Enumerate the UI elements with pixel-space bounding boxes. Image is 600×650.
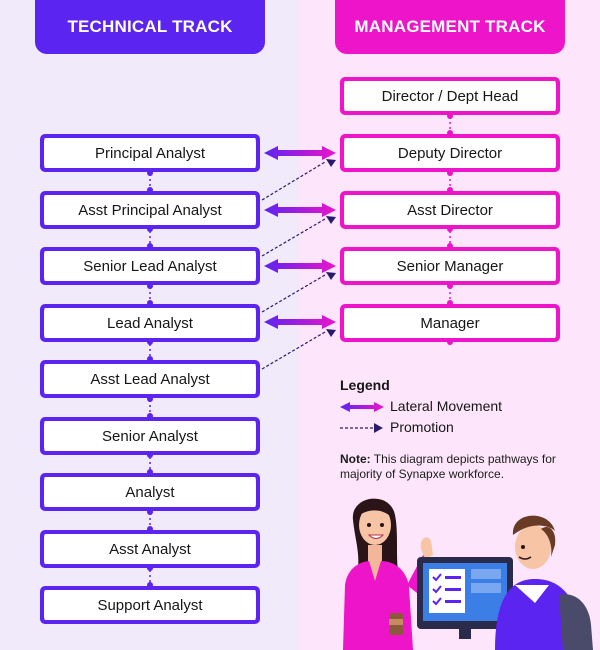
lateral-movement-arrows xyxy=(264,146,336,329)
management-vertical-connectors xyxy=(447,112,453,345)
tech-box-lead-analyst: Lead Analyst xyxy=(40,308,260,338)
technical-vertical-connectors xyxy=(147,169,153,589)
tech-box-senior-analyst: Senior Analyst xyxy=(40,421,260,451)
legend-lateral-label: Lateral Movement xyxy=(390,398,503,414)
legend-promotion: Promotion xyxy=(390,419,454,435)
note: Note: This diagram depicts pathways for … xyxy=(340,452,580,482)
mgmt-box-deputy-director: Deputy Director xyxy=(340,138,560,168)
people-illustration xyxy=(343,498,593,650)
tech-box-senior-lead-analyst: Senior Lead Analyst xyxy=(40,251,260,281)
legend-lateral: Lateral Movement xyxy=(390,398,502,414)
management-track-header: MANAGEMENT TRACK xyxy=(335,0,565,54)
mgmt-box-manager: Manager xyxy=(340,308,560,338)
promotion-arrows xyxy=(261,161,326,370)
mgmt-box-senior-manager: Senior Manager xyxy=(340,251,560,281)
tech-box-principal-analyst: Principal Analyst xyxy=(40,138,260,168)
legend-promotion-icon xyxy=(340,423,383,433)
mgmt-box-asst-director: Asst Director xyxy=(340,195,560,225)
tech-box-analyst: Analyst xyxy=(40,477,260,507)
tech-box-support-analyst: Support Analyst xyxy=(40,590,260,620)
note-label: Note: xyxy=(340,452,371,466)
tech-box-asst-analyst: Asst Analyst xyxy=(40,534,260,564)
legend-lateral-icon xyxy=(340,402,384,412)
legend-promotion-label: Promotion xyxy=(390,419,454,435)
tech-box-asst-principal-analyst: Asst Principal Analyst xyxy=(40,195,260,225)
note-text: This diagram depicts pathways for majori… xyxy=(340,452,556,481)
technical-track-header: TECHNICAL TRACK xyxy=(35,0,265,54)
mgmt-box-director: Director / Dept Head xyxy=(340,81,560,111)
tech-box-asst-lead-analyst: Asst Lead Analyst xyxy=(40,364,260,394)
legend-title: Legend xyxy=(340,377,390,393)
man-illustration xyxy=(417,515,593,650)
